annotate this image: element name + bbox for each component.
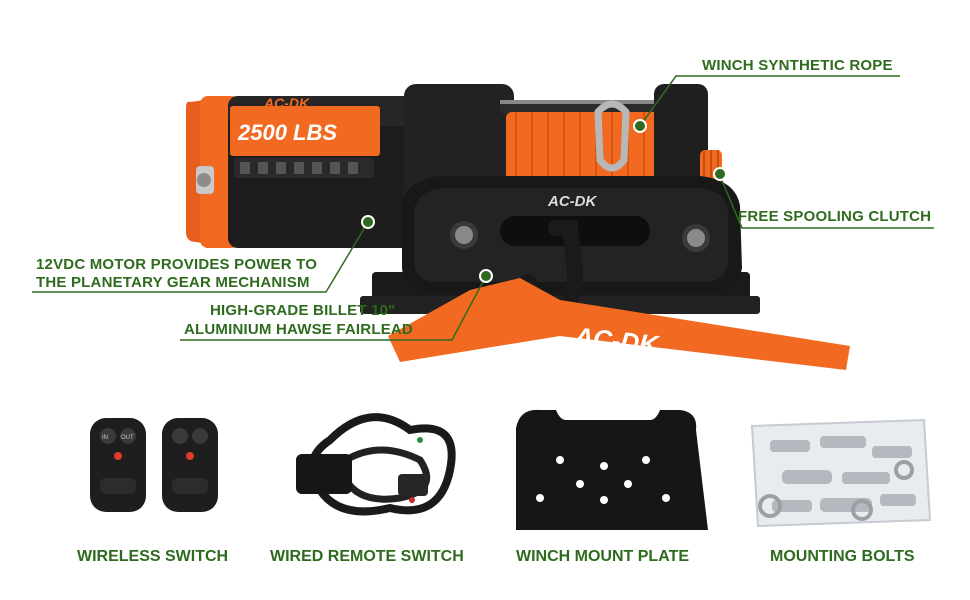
- callout-motor-line2: THE PLANETARY GEAR MECHANISM: [36, 274, 310, 291]
- caption-wired-remote-switch: WIRED REMOTE SWITCH: [270, 548, 464, 565]
- callout-fairlead-line2: ALUMINIUM HAWSE FAIRLEAD: [184, 321, 413, 338]
- winch-capacity-label: 2500 LBS: [237, 120, 337, 145]
- caption-winch-mount-plate: WINCH MOUNT PLATE: [516, 548, 690, 565]
- fairlead-brand-mark: AC-DK: [547, 193, 597, 210]
- bolts-bag-icon: [750, 418, 932, 528]
- remote-button-out: OUT: [121, 435, 134, 441]
- caption-wireless-switch: WIRELESS SWITCH: [77, 548, 229, 565]
- wired-remote-icon: [296, 413, 456, 516]
- callout-rope: WINCH SYNTHETIC ROPE: [702, 57, 893, 74]
- remote-button-in: IN: [102, 435, 108, 441]
- caption-mounting-bolts: MOUNTING BOLTS: [770, 548, 915, 565]
- callout-fairlead-line1: HIGH-GRADE BILLET 10": [210, 302, 396, 319]
- callout-motor-line1: 12VDC MOTOR PROVIDES POWER TO: [36, 256, 318, 273]
- callout-clutch: FREE SPOOLING CLUTCH: [738, 208, 932, 225]
- motor-brand-mark: AC-DK: [263, 95, 310, 111]
- wireless-remote-icon: IN OUT: [90, 418, 218, 512]
- mount-plate-icon: [516, 409, 708, 530]
